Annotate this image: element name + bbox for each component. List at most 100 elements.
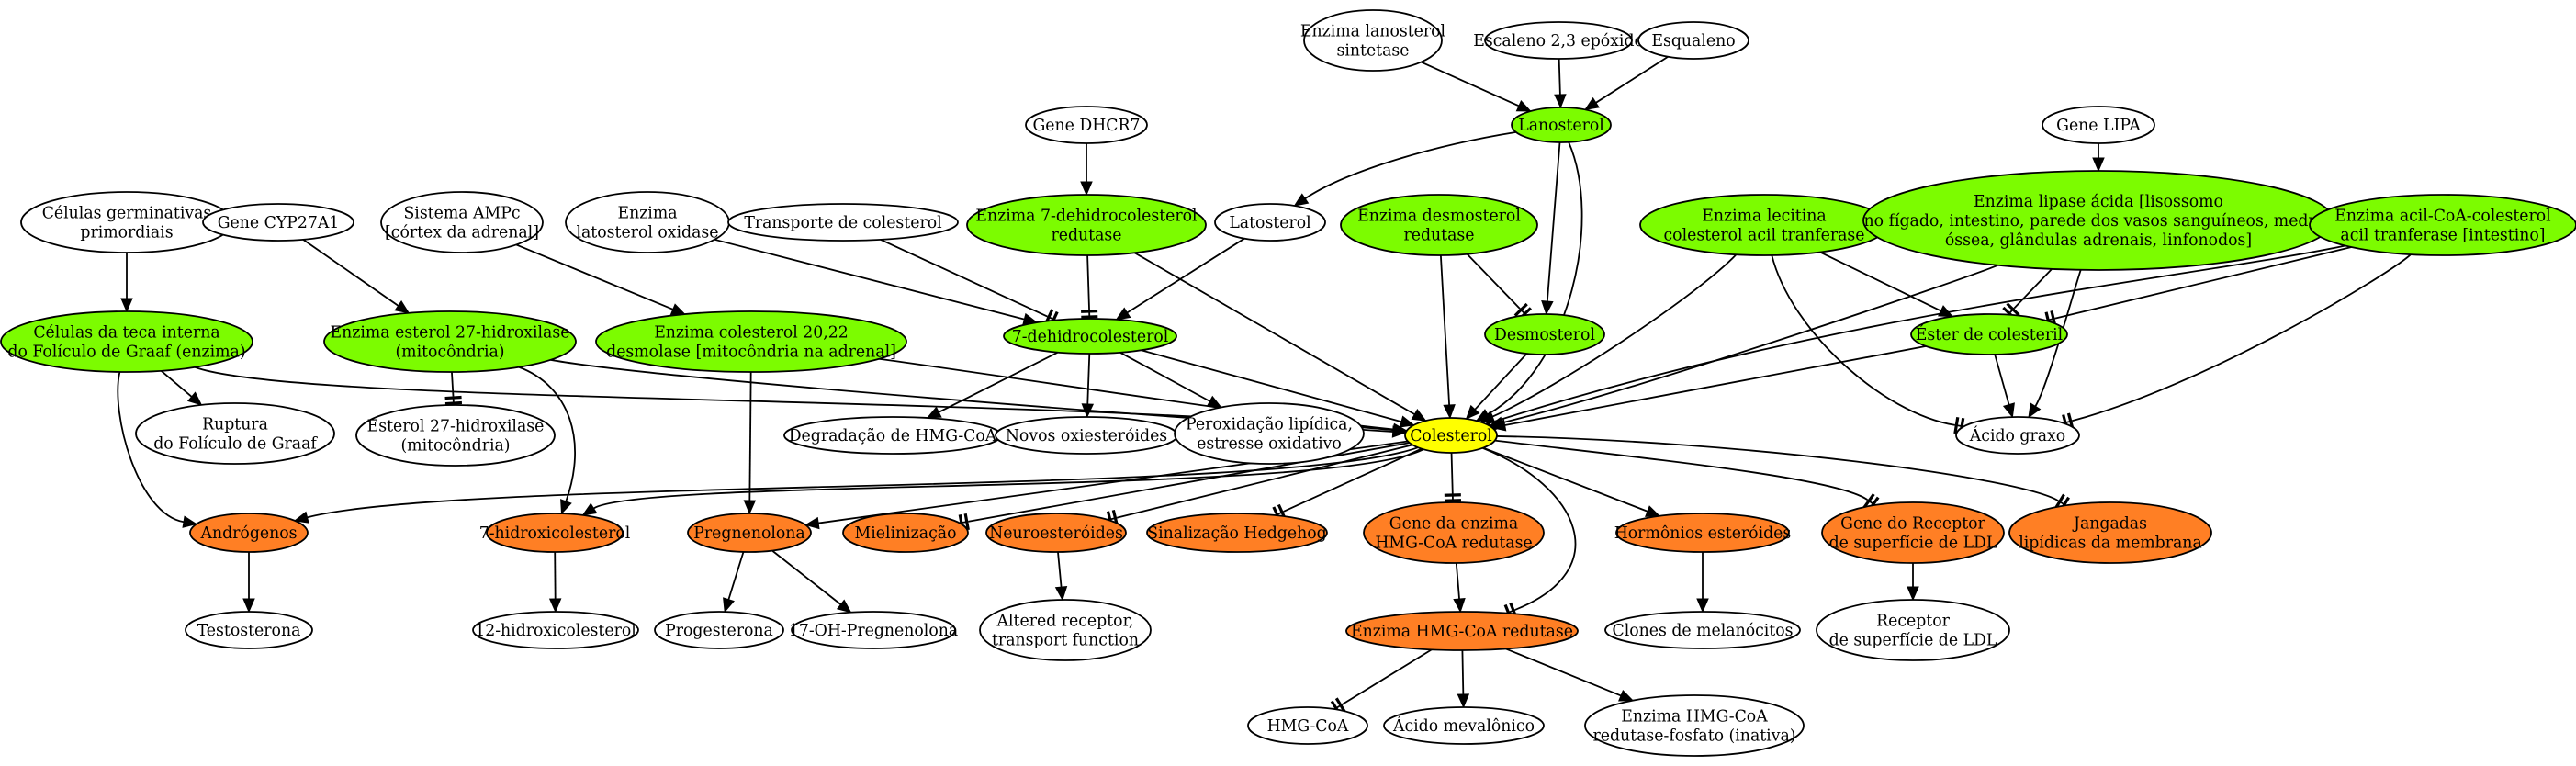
node-label: Células da teca interna [33, 324, 219, 343]
node-label: Transporte de colesterol [744, 214, 942, 232]
arrow-head [293, 511, 309, 524]
node-label: (mitocôndria) [400, 437, 510, 456]
node-ellipse [654, 611, 784, 649]
edge-line [1133, 252, 1415, 415]
edge-line [1057, 551, 1063, 588]
tee-bar [1081, 310, 1098, 313]
node-ellipse [979, 599, 1152, 661]
node-ellipse [1404, 417, 1498, 454]
node-label: Esqualeno [1651, 32, 1735, 51]
arrow-head [1054, 585, 1068, 602]
node-label: Clones de melanócitos [1612, 622, 1793, 640]
node-label: Escaleno 2,3 epóxide [1473, 32, 1643, 51]
edge-celulas_teca-to-androgenos [117, 371, 198, 528]
arrow-head [1457, 693, 1470, 709]
node-label: Neuroesteróides [989, 524, 1123, 543]
node-label: Ácido graxo [1969, 426, 2065, 445]
node-label: Mielinização [855, 524, 957, 543]
node-oh17: 17-OH-Pregnenolona [789, 611, 958, 649]
node-hidroxi7: 7-hidroxicolesterol [479, 513, 631, 553]
edge-celulas_teca-to-ruptura [160, 370, 203, 406]
node-androgenos: Andrógenos [189, 513, 309, 553]
node-label: Enzima lecitina [1702, 208, 1826, 226]
node-label: Pregnenolona [693, 524, 804, 543]
node-ellipse [1615, 513, 1790, 553]
node-label: Gene do Receptor [1840, 515, 1985, 534]
tee-bar [2006, 302, 2020, 317]
edge-androgenos-to-testosterona [242, 552, 255, 614]
edge-line [1771, 254, 1955, 426]
edge-line [1487, 141, 1583, 416]
arrow-head [669, 303, 686, 315]
node-label: Gene LIPA [2056, 117, 2141, 135]
node-peroxidacao: Peroxidação lipídica,estresse oxidativo [1174, 402, 1365, 465]
edge-line [592, 448, 1424, 510]
arrow-head [1399, 415, 1415, 428]
edge-line [880, 239, 1048, 318]
edge-line [1474, 353, 1528, 411]
arrow-head [1490, 419, 1507, 432]
node-label: Latosterol [1229, 214, 1311, 232]
edge-colesterol-to-gene_ldlr [1494, 439, 1880, 513]
node-label: sintetase [1336, 42, 1409, 61]
node-label: Éster de colesteril [1916, 325, 2064, 344]
node-ellipse [2309, 194, 2576, 256]
edge-line [748, 371, 752, 501]
node-ellipse [202, 203, 354, 242]
node-label: 7-dehidrocolesterol [1012, 328, 1169, 346]
tee-bar [444, 400, 463, 406]
edge-line [1450, 452, 1454, 494]
edge-gene_ldlr-to-receptor_ldl [1907, 563, 1919, 602]
node-label: Hormônios esteróides [1614, 524, 1792, 543]
node-label: 17-OH-Pregnenolona [789, 622, 958, 640]
node-label: óssea, glândulas adrenais, linfonodos] [1945, 231, 2252, 250]
edge-gene_hmgcr-to-enz_hmgcr [1453, 562, 1466, 614]
edge-line [160, 370, 193, 398]
node-ellipse [486, 513, 624, 553]
arrow-head [1618, 689, 1635, 702]
edge-line [1494, 439, 1868, 501]
edge-line [1421, 61, 1520, 107]
edge-enz_esterol27-to-esterol27 [444, 371, 463, 406]
node-pregnenolona: Pregnenolona [687, 513, 812, 553]
node-ellipse [185, 611, 313, 649]
edge-hidroxi7-to-hidroxi12 [548, 551, 562, 614]
arrow-head [1696, 598, 1709, 614]
arrow-head [1453, 597, 1466, 614]
node-label: desmolase [mitocôndria na adrenal] [606, 344, 896, 362]
edge-line [1126, 237, 1245, 314]
edge-line [727, 551, 745, 600]
node-ester_colesteril: Éster de colesteril [1910, 313, 2068, 355]
node-ellipse [1910, 313, 2068, 355]
edge-line [1819, 251, 1941, 312]
edge-enz_7dhcr-to-dehidrocolesterol7 [1081, 254, 1098, 320]
edge-line [1491, 253, 1738, 418]
edge-gene_dhcr7-to-enz_7dhcr [1080, 143, 1093, 197]
edge-lanosterol-to-latosterol [1293, 130, 1516, 207]
arrow-head [1583, 96, 1600, 111]
arrow-head [1115, 307, 1131, 321]
node-label: do Folículo de Graaf (enzima) [7, 344, 245, 362]
edge-enz_hmgcr-to-hmg_coa [1330, 648, 1433, 716]
edge-desmosterol-to-colesterol [1465, 353, 1528, 421]
node-lanosterol: Lanosterol [1511, 107, 1612, 143]
arrow-head [186, 391, 203, 406]
arrow-head [1392, 422, 1409, 436]
tee-bar [444, 395, 462, 400]
node-ellipse [1511, 107, 1612, 143]
arrow-head [2002, 402, 2015, 419]
tee-bar [1444, 493, 1461, 497]
node-label: 7-hidroxicolesterol [479, 524, 631, 543]
edge-line [1086, 254, 1090, 310]
node-colesterol: Colesterol [1404, 417, 1498, 454]
node-oxiesteroides: Novos oxiesteróides [995, 416, 1178, 455]
node-ellipse [1025, 106, 1148, 144]
node-label: Gene CYP27A1 [218, 214, 340, 232]
edge-line [2072, 253, 2412, 422]
